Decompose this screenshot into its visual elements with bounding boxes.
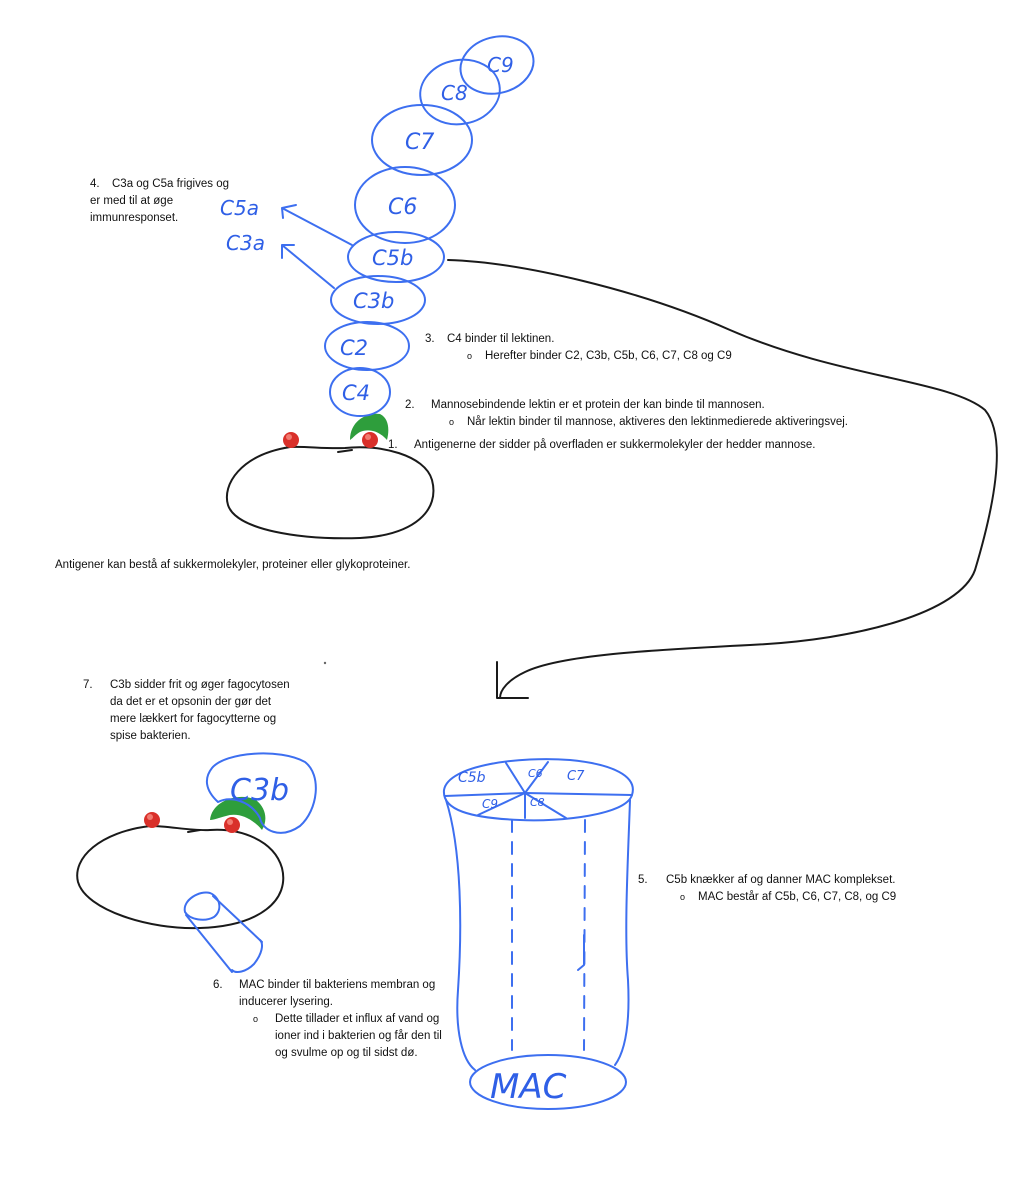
stray-dot <box>323 661 327 665</box>
note-6-bullet: o <box>253 1014 259 1024</box>
c2-component: C2 <box>324 321 410 371</box>
note-4-text: C3a og C5a frigives og er med til at øge… <box>90 178 229 224</box>
note-3-num: 3. <box>425 333 435 345</box>
c7-label: C7 <box>405 130 434 155</box>
bottom-mannose-left <box>144 812 160 828</box>
antigen-note: Antigener kan bestå af sukkermolekyler, … <box>55 557 535 574</box>
c5b-component: C5b <box>347 231 445 283</box>
note-5: 5. C5b knækker af og danner MAC komplekse… <box>638 872 968 906</box>
mannose-dot-left <box>283 432 299 448</box>
note-5-num: 5. <box>638 874 648 886</box>
mac-bottom <box>469 1054 627 1110</box>
note-3-sub: Herefter binder C2, C3b, C5b, C6, C7, C8… <box>485 350 732 362</box>
note-4: 4.C3a og C5a frigives og er med til at ø… <box>90 176 230 227</box>
mac-top-c7: C7 <box>567 769 585 784</box>
note-5-text: C5b knækker af og danner MAC komplekset. <box>666 874 896 886</box>
bottom-bacterium <box>76 825 285 930</box>
note-7-text: C3b sidder frit og øger fagocytosen da d… <box>110 679 290 742</box>
bottom-c3b-label: C3b <box>230 773 289 808</box>
note-4-num: 4. <box>90 178 100 190</box>
note-1-text: Antigenerne der sidder på overfladen er … <box>414 439 816 451</box>
note-6-text: MAC binder til bakteriens membran og ind… <box>239 979 436 1008</box>
c4-component: C4 <box>329 367 391 417</box>
c3b-component: C3b <box>330 275 426 325</box>
c3b-label: C3b <box>353 289 394 313</box>
c3a-arrow <box>281 244 335 289</box>
c2-label: C2 <box>340 336 368 360</box>
mannose-dot-right <box>362 432 378 448</box>
c9-component: C9 <box>459 35 535 95</box>
note-3-text: C4 binder til lektinen. <box>447 333 555 345</box>
note-6-sub: Dette tillader et influx af vand og ione… <box>275 1013 442 1059</box>
note-2-text: Mannosebindende lektin er et protein der… <box>431 399 765 411</box>
mac-top-c6: C6 <box>528 767 543 780</box>
mac-top-c8: C8 <box>530 796 545 809</box>
mac-top-c9: C9 <box>482 797 498 811</box>
c5b-label: C5b <box>372 246 413 270</box>
note-6-num: 6. <box>213 979 223 991</box>
mac-complex: C5b C6 C7 C9 C8 MAC <box>442 758 634 1110</box>
antigen-note-text: Antigener kan bestå af sukkermolekyler, … <box>55 559 411 571</box>
note-2-bullet: o <box>449 417 455 427</box>
c6-label: C6 <box>388 195 417 220</box>
mac-top-c5b: C5b <box>458 770 486 786</box>
note-5-bullet: o <box>680 892 686 902</box>
connector-arrowhead <box>496 661 529 699</box>
c3a-label: C3a <box>226 231 265 255</box>
mac-pore-small <box>183 891 263 973</box>
mac-label: MAC <box>490 1067 567 1107</box>
lectin-bottom <box>210 796 266 830</box>
mac-left-wall <box>445 799 476 1071</box>
c6-component: C6 <box>354 166 456 244</box>
note-6: 6. MAC binder til bakteriens membran og i… <box>213 977 443 1062</box>
bottom-mannose-right <box>224 817 240 833</box>
c7-component: C7 <box>371 104 473 176</box>
bottom-c3b-component: C3b <box>205 752 317 834</box>
c8-component: C8 <box>419 58 501 126</box>
c5a-label: C5a <box>220 196 259 220</box>
note-2-num: 2. <box>405 399 415 411</box>
c5a-release: C5a <box>220 196 353 246</box>
note-5-sub: MAC består af C5b, C6, C7, C8, og C9 <box>698 891 897 903</box>
c8-label: C8 <box>441 81 468 105</box>
note-7: 7. C3b sidder frit og øger fagocytosen da… <box>83 677 293 745</box>
connector-arrow <box>447 259 998 699</box>
lectin-top <box>350 413 389 440</box>
note-2: 2. Mannosebindende lektin er et protein d… <box>405 397 965 431</box>
note-3-bullet: o <box>467 351 473 361</box>
note-1-num: 1. <box>388 439 398 451</box>
note-7-num: 7. <box>83 679 93 691</box>
note-3: 3. C4 binder til lektinen. o Herefter bind… <box>425 331 845 365</box>
c3a-release: C3a <box>226 231 335 289</box>
top-bacterium <box>225 445 435 540</box>
c9-label: C9 <box>487 53 514 77</box>
c5a-arrow <box>281 204 353 246</box>
c4-label: C4 <box>342 381 370 405</box>
note-1: 1. Antigenerne der sidder på overfladen e… <box>388 437 948 454</box>
note-2-sub: Når lektin binder til mannose, aktiveres… <box>467 416 848 428</box>
mac-right-wall <box>614 799 631 1066</box>
